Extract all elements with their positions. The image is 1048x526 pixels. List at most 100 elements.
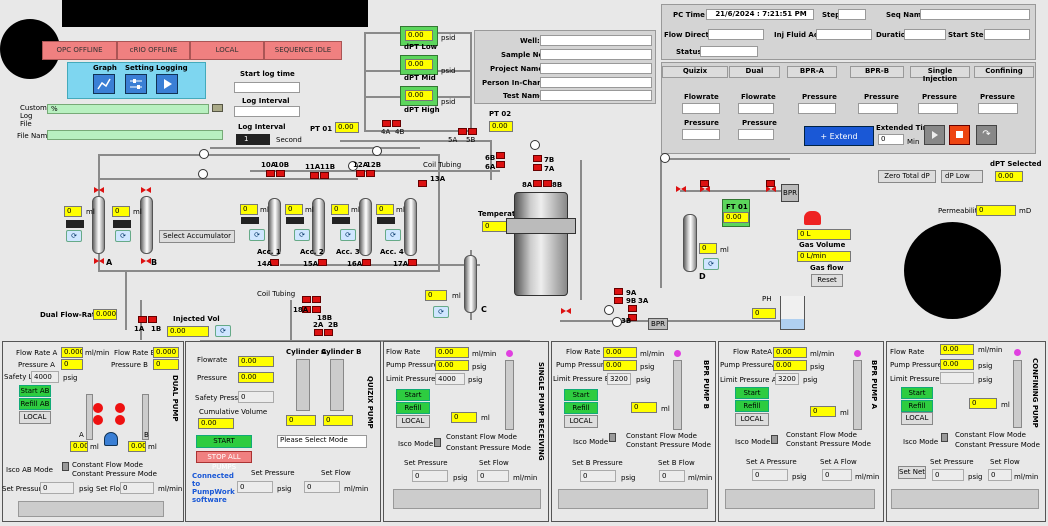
single-lp-value[interactable]: 4000	[435, 373, 465, 385]
acc2-refresh-icon[interactable]: ⟳	[294, 229, 310, 241]
valve-right-top2[interactable]	[766, 180, 775, 187]
sample-no-field[interactable]	[540, 49, 652, 60]
acc4-refresh-icon[interactable]: ⟳	[385, 229, 401, 241]
valve-18b-top2[interactable]	[312, 296, 321, 303]
dual-refill-button[interactable]: Refill AB	[19, 398, 51, 410]
valve-4b[interactable]	[392, 120, 401, 127]
valve-8b[interactable]	[543, 180, 552, 187]
dual-sf-value[interactable]: 0	[120, 482, 154, 494]
single-fr-value[interactable]: 0.00	[435, 347, 469, 358]
bprb-start-button[interactable]: Start	[564, 389, 598, 401]
setting-button[interactable]	[125, 74, 147, 94]
log-interval-field[interactable]	[234, 106, 300, 117]
dual-sp-value[interactable]: 0	[40, 482, 74, 494]
single-sp-value[interactable]: 0	[412, 470, 448, 482]
valve-13a[interactable]	[418, 180, 427, 187]
quizix-sf-value[interactable]: 0	[304, 481, 340, 493]
valve-7b[interactable]	[533, 155, 542, 162]
valve-16a[interactable]	[362, 259, 371, 266]
extended-time-field[interactable]: 0	[878, 134, 904, 145]
log-interval-stepper[interactable]: 1	[236, 134, 270, 145]
redo-button[interactable]: ↷	[976, 125, 997, 145]
select-accumulator-dropdown[interactable]: Select Accumulator	[159, 230, 235, 243]
quizix-sp-value[interactable]: 0	[237, 481, 273, 493]
bpra-refill-button[interactable]: Refill	[735, 400, 769, 412]
bprb-local-button[interactable]: LOCAL	[564, 415, 598, 428]
valve-17a[interactable]	[408, 259, 417, 266]
valve-11b[interactable]	[320, 172, 329, 179]
cyl-a-refresh-icon[interactable]: ⟳	[66, 230, 82, 242]
file-name-field[interactable]	[47, 130, 223, 140]
valve-b-top[interactable]	[141, 187, 151, 194]
valve-15a[interactable]	[318, 259, 327, 266]
dpt-selector[interactable]: dP Low	[941, 170, 983, 183]
conf-set-net-button[interactable]: Set Net	[898, 466, 926, 479]
valve-right-2[interactable]	[700, 186, 710, 193]
single-refill-button[interactable]: Refill	[396, 402, 430, 414]
bpr-bottom[interactable]: BPR	[648, 318, 668, 330]
valve-3b[interactable]	[628, 314, 637, 321]
cyl-b-refresh-icon[interactable]: ⟳	[115, 230, 131, 242]
dual-start-button[interactable]: Start AB	[19, 385, 51, 397]
valve-5b[interactable]	[468, 128, 477, 135]
valve-5a[interactable]	[458, 128, 467, 135]
single-local-button[interactable]: LOCAL	[396, 415, 430, 428]
bprb-lp-value[interactable]: 3200	[607, 373, 631, 385]
dual-mode-switch[interactable]	[62, 462, 69, 471]
single-mode-switch[interactable]	[434, 438, 441, 447]
valve-18b[interactable]	[312, 306, 321, 313]
acc3-refresh-icon[interactable]: ⟳	[340, 229, 356, 241]
test-name-field[interactable]	[540, 90, 652, 101]
valve-6a[interactable]	[496, 161, 505, 168]
conf-mode-switch[interactable]	[941, 433, 948, 442]
valve-a-bottom[interactable]	[94, 258, 104, 265]
bprb-mode-switch[interactable]	[609, 433, 616, 442]
valve-right-top[interactable]	[700, 180, 709, 187]
bprb-sf-value[interactable]: 0	[659, 470, 685, 482]
valve-11a[interactable]	[310, 172, 319, 179]
gas-reset-button[interactable]: Reset	[811, 274, 843, 287]
custom-log-file-field[interactable]: %	[47, 104, 209, 114]
valve-7a[interactable]	[533, 164, 542, 171]
valve-10b[interactable]	[276, 170, 285, 177]
valve-2b[interactable]	[324, 329, 333, 336]
project-name-field[interactable]	[540, 63, 652, 74]
bpra-local-button[interactable]: LOCAL	[735, 413, 769, 426]
valve-18b-top[interactable]	[302, 296, 311, 303]
quizix-mode-select[interactable]: Please Select Mode	[277, 435, 367, 448]
valve-right-3[interactable]	[766, 186, 776, 193]
conf-refill-button[interactable]: Refill	[901, 400, 933, 412]
bpra-start-button[interactable]: Start	[735, 387, 769, 399]
dual-frb-value[interactable]: 0.000	[153, 347, 179, 358]
injected-refresh-icon[interactable]: ⟳	[215, 325, 231, 337]
bprb-fr-value[interactable]: 0.00	[603, 347, 637, 358]
valve-3a[interactable]	[628, 305, 637, 312]
bpra-fr-value[interactable]: 0.00	[773, 347, 807, 358]
valve-right-1[interactable]	[676, 186, 686, 193]
valve-12b[interactable]	[366, 170, 375, 177]
valve-10a[interactable]	[266, 170, 275, 177]
folder-icon[interactable]	[212, 104, 223, 112]
graph-button[interactable]	[93, 74, 115, 94]
conf-sf-value[interactable]: 0	[988, 469, 1012, 481]
valve-18a[interactable]	[302, 306, 311, 313]
conf-start-button[interactable]: Start	[901, 387, 933, 399]
valve-a-top[interactable]	[94, 187, 104, 194]
valve-6b[interactable]	[496, 152, 505, 159]
bprb-sp-value[interactable]: 0	[580, 470, 616, 482]
d-refresh-icon[interactable]: ⟳	[703, 258, 719, 270]
well-field[interactable]	[540, 35, 652, 46]
single-sf-value[interactable]: 0	[477, 470, 509, 482]
quizix-stop-all-button[interactable]: STOP ALL PUMPS	[196, 451, 252, 471]
conf-sp-value[interactable]: 0	[932, 469, 964, 481]
valve-9b[interactable]	[614, 297, 623, 304]
valve-core-bottom[interactable]	[561, 308, 571, 315]
dual-local-button[interactable]: LOCAL	[19, 411, 51, 424]
person-in-charge-field[interactable]	[540, 77, 652, 88]
bpra-sp-value[interactable]: 0	[752, 469, 788, 481]
extend-button[interactable]: + Extend	[804, 126, 874, 146]
bprb-refill-button[interactable]: Refill	[564, 402, 598, 414]
play-button[interactable]	[924, 125, 945, 145]
valve-1b[interactable]	[148, 316, 157, 323]
c-refresh-icon[interactable]: ⟳	[433, 306, 449, 318]
